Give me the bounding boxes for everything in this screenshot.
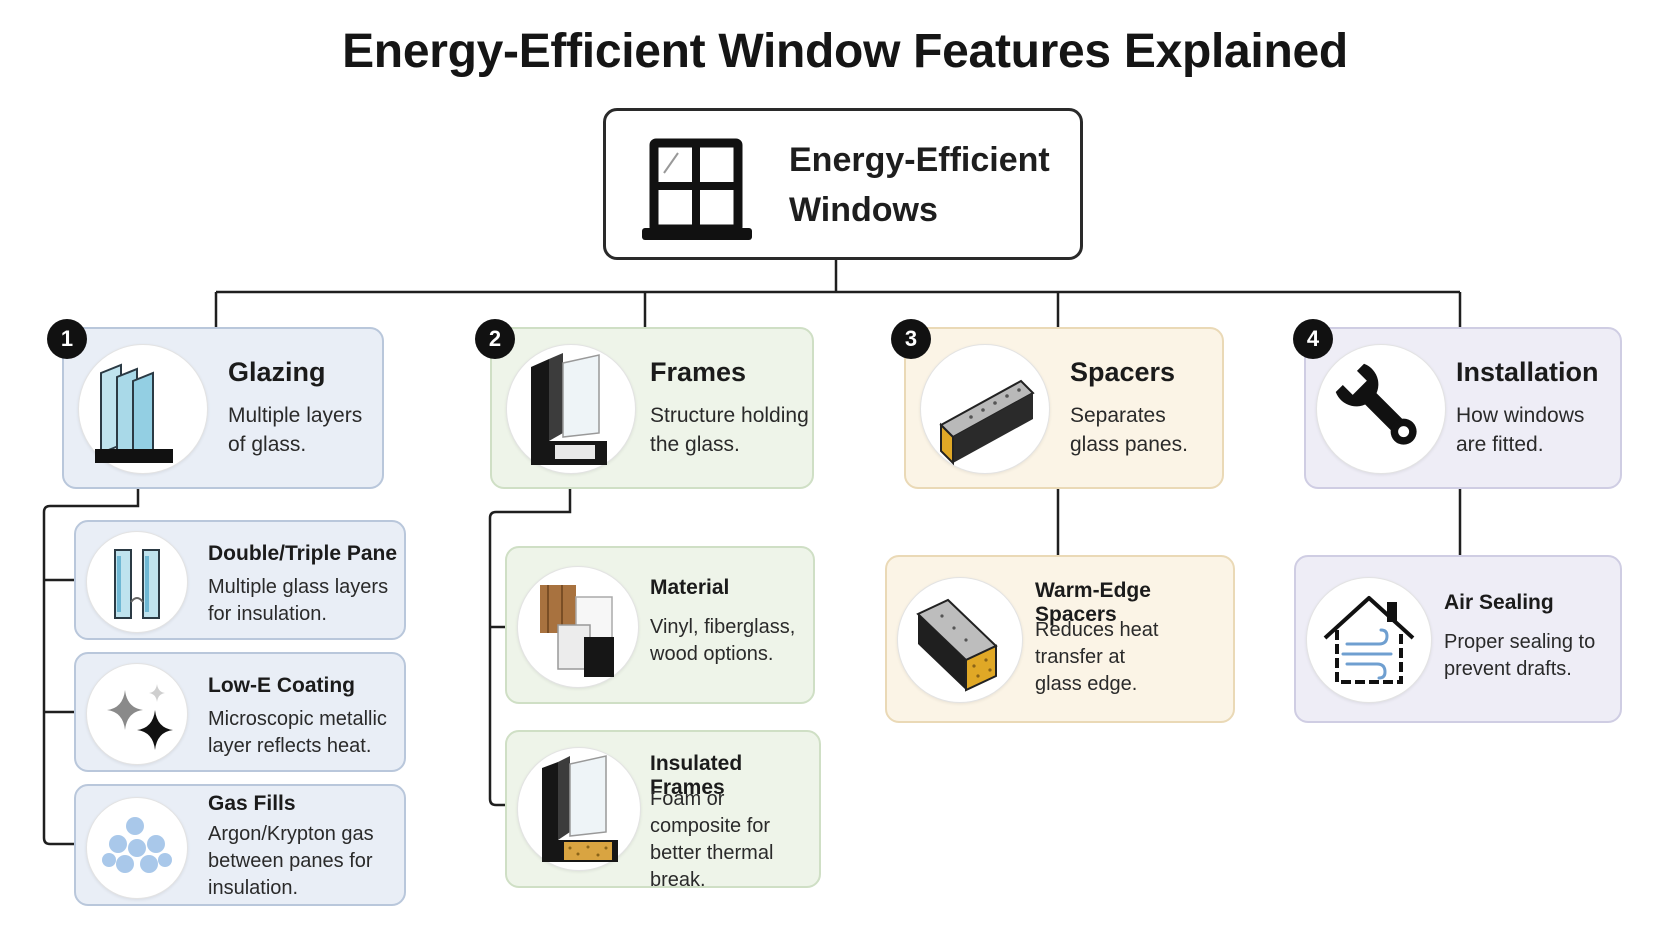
house-air-icon	[1306, 577, 1432, 703]
category-title: Installation	[1456, 357, 1599, 387]
sub-description: Vinyl, fiberglass, wood options.	[650, 616, 796, 665]
frame-section-icon	[506, 344, 636, 474]
step-badge-2: 2	[475, 319, 515, 359]
sub-description: Argon/Krypton gas between panes for insu…	[208, 823, 374, 899]
step-badge-3: 3	[891, 319, 931, 359]
root-label: Energy-Efficient Windows	[789, 141, 1050, 229]
category-description: Structure holding the glass.	[650, 404, 809, 456]
category-description: Multiple layers of glass.	[228, 404, 363, 456]
sub-card-warm-edge-spacers[interactable]: Warm-Edge Spacers Reduces heat transfer …	[885, 555, 1235, 723]
sub-card-low-e-coating[interactable]: Low-E Coating Microscopic metallic layer…	[74, 652, 406, 772]
window-icon	[638, 129, 756, 252]
sub-card-gas-fills[interactable]: Gas Fills Argon/Krypton gas between pane…	[74, 784, 406, 906]
sub-card-insulated-frames[interactable]: Insulated Frames Foam or composite for b…	[505, 730, 821, 891]
sub-title: Double/Triple Pane	[208, 542, 398, 565]
sparkle-icon	[86, 663, 188, 765]
category-title: Spacers	[1070, 357, 1176, 387]
category-card-glazing[interactable]: Glazing Multiple layers of glass.	[62, 327, 384, 489]
insulated-frame-icon	[517, 747, 641, 871]
category-title: Glazing	[228, 357, 326, 387]
glass-panes-icon	[78, 344, 208, 474]
sub-title: Air Sealing	[1444, 591, 1554, 614]
category-card-frames[interactable]: Frames Structure holding the glass.	[490, 327, 814, 489]
gas-bubbles-icon	[86, 797, 188, 899]
sub-description: Multiple glass layers for insulation.	[208, 576, 389, 625]
root-node: Energy-Efficient Windows	[603, 108, 1083, 260]
sub-card-air-sealing[interactable]: Air Sealing Proper sealing to prevent dr…	[1294, 555, 1622, 723]
sub-description: Foam or composite for better thermal bre…	[650, 788, 774, 891]
sub-description: Proper sealing to prevent drafts.	[1444, 631, 1596, 680]
sub-title: Warm-Edge Spacers	[1035, 579, 1151, 626]
wrench-icon	[1316, 344, 1446, 474]
category-description: Separates glass panes.	[1070, 404, 1188, 456]
double-pane-icon	[86, 531, 188, 633]
sub-title: Insulated Frames	[650, 752, 743, 799]
category-card-installation[interactable]: Installation How windows are fitted.	[1304, 327, 1622, 489]
sub-title: Low-E Coating	[208, 674, 355, 697]
material-blocks-icon	[517, 566, 639, 688]
category-title: Frames	[650, 357, 747, 387]
step-badge-4: 4	[1293, 319, 1333, 359]
sub-card-material[interactable]: Material Vinyl, fiberglass, wood options…	[505, 546, 815, 704]
sub-title: Gas Fills	[208, 792, 296, 815]
page-title: Energy-Efficient Window Features Explain…	[342, 25, 1348, 78]
step-badge-1: 1	[47, 319, 87, 359]
warm-edge-spacer-icon	[897, 577, 1023, 703]
category-description: How windows are fitted.	[1456, 404, 1585, 456]
spacer-bar-icon	[920, 344, 1050, 474]
category-card-spacers[interactable]: Spacers Separates glass panes.	[904, 327, 1224, 489]
sub-card-double-triple-pane[interactable]: Double/Triple Pane Multiple glass layers…	[74, 520, 406, 640]
sub-description: Microscopic metallic layer reflects heat…	[208, 708, 387, 757]
sub-description: Reduces heat transfer at glass edge.	[1035, 619, 1159, 695]
sub-title: Material	[650, 576, 730, 599]
